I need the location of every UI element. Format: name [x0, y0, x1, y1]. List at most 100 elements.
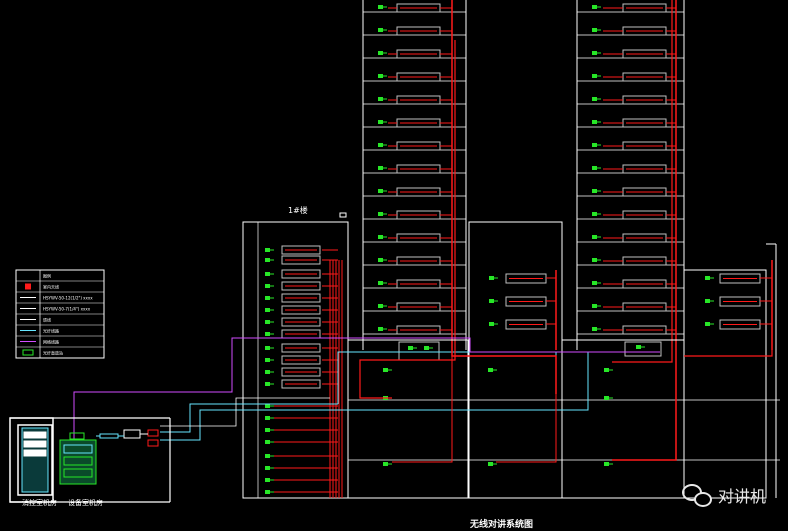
feeder-main-a — [451, 350, 557, 394]
repeater-module — [63, 444, 93, 454]
watermark-text: 对讲机 — [717, 487, 766, 506]
antenna-marker — [592, 143, 597, 147]
antenna-marker — [378, 189, 383, 193]
antenna-marker — [636, 345, 641, 349]
legend-row-text: 网络线路 — [43, 339, 59, 345]
antenna-marker — [265, 272, 270, 276]
antenna-marker — [424, 346, 429, 350]
antenna-marker — [592, 281, 597, 285]
antenna-marker — [604, 368, 609, 372]
legend-row-text: 图例 — [43, 273, 51, 279]
antenna-marker — [265, 308, 270, 312]
antenna-marker — [265, 478, 270, 482]
antenna-marker — [604, 462, 609, 466]
feeder-main-b2 — [612, 350, 673, 363]
floor-device — [281, 367, 321, 377]
building-label: 1#楼 — [288, 205, 308, 215]
watermark: 对讲机 — [681, 483, 766, 507]
antenna-marker — [378, 5, 383, 9]
antenna-marker — [265, 490, 270, 494]
floor-device — [281, 355, 321, 365]
antenna-marker — [265, 258, 270, 262]
control-room-label: 消控室机房 — [22, 498, 57, 507]
feeder-main-b — [612, 350, 677, 461]
antenna-marker — [378, 304, 383, 308]
antenna-marker — [265, 454, 270, 458]
antenna-marker — [265, 358, 270, 362]
floor-device — [281, 269, 321, 279]
floor-device — [281, 281, 321, 291]
rack-unit — [23, 440, 47, 448]
antenna-marker — [378, 258, 383, 262]
legend-row-text: HSYWV-50-7(1/4") xxxx — [43, 307, 91, 312]
antenna-marker — [705, 276, 710, 280]
legend-row-text: 光纤直放站 — [43, 350, 63, 356]
antenna-marker — [378, 281, 383, 285]
podium-tag — [339, 212, 347, 218]
antenna-marker — [592, 28, 597, 32]
antenna-marker — [265, 440, 270, 444]
antenna-marker — [265, 296, 270, 300]
floor-device — [281, 379, 321, 389]
rack-unit — [23, 449, 47, 457]
antenna-marker — [265, 284, 270, 288]
coupler — [147, 429, 159, 437]
coupler — [147, 439, 159, 447]
antenna-marker — [604, 396, 609, 400]
antenna-marker — [383, 462, 388, 466]
floor-device — [281, 293, 321, 303]
repeater-module — [63, 456, 93, 466]
antenna-marker — [592, 258, 597, 262]
antenna-marker — [378, 235, 383, 239]
antenna-marker — [705, 322, 710, 326]
feeder-main-e — [392, 356, 453, 463]
podium-building — [242, 212, 349, 499]
rack-body — [21, 427, 49, 493]
floor-device — [281, 305, 321, 315]
legend-row-text: 光纤线路 — [43, 328, 59, 334]
cabling — [73, 337, 773, 463]
rack-cabinet — [17, 424, 53, 496]
antenna-marker — [265, 346, 270, 350]
feeder-main-a2 — [359, 350, 456, 399]
antenna-marker — [378, 51, 383, 55]
antenna-marker — [592, 97, 597, 101]
legend-green-box-icon — [22, 349, 34, 356]
legend-red-device-icon — [25, 283, 31, 290]
antenna-marker — [378, 212, 383, 216]
floor-device — [281, 245, 321, 255]
antenna-marker — [265, 466, 270, 470]
basement-block-b — [561, 339, 685, 499]
antenna-marker — [378, 166, 383, 170]
repeater-module — [63, 468, 93, 478]
antenna-marker — [378, 28, 383, 32]
antenna-marker — [489, 276, 494, 280]
rack-unit — [23, 431, 47, 439]
antenna-marker — [265, 320, 270, 324]
control-room — [9, 417, 171, 503]
legend-row-text: 室内天线 — [43, 284, 59, 290]
antenna-marker — [592, 189, 597, 193]
antenna-marker — [378, 97, 383, 101]
antenna-marker — [265, 370, 270, 374]
wechat-icon — [681, 484, 712, 507]
tower-b — [576, 0, 685, 357]
antenna-marker — [383, 368, 388, 372]
antenna-marker — [378, 143, 383, 147]
fiber-run-1 — [160, 403, 338, 433]
antenna-marker — [488, 368, 493, 372]
tower-b-hub — [624, 341, 662, 357]
antenna-marker — [592, 74, 597, 78]
antenna-marker — [592, 212, 597, 216]
basement-block-a — [347, 339, 469, 499]
floor-device — [281, 317, 321, 327]
antenna-marker — [265, 332, 270, 336]
diagram-title: 无线对讲系统图 — [469, 518, 533, 530]
antenna-marker — [265, 382, 270, 386]
antenna-marker — [592, 5, 597, 9]
antenna-marker — [592, 304, 597, 308]
antenna-marker — [265, 404, 270, 408]
antenna-marker — [489, 299, 494, 303]
